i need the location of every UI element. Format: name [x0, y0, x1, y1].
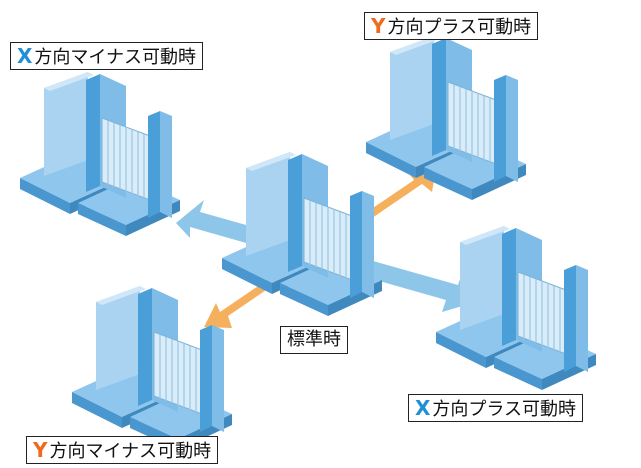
label-y-minus-text: 方向マイナス可動時	[49, 441, 212, 462]
x-axis-letter: X	[17, 44, 33, 68]
y-axis-letter: Y	[371, 14, 386, 38]
building-x-minus	[19, 71, 181, 237]
label-x-minus-text: 方向マイナス可動時	[34, 47, 197, 68]
building-y-plus	[365, 35, 527, 201]
building-x-plus	[435, 225, 597, 391]
label-x-plus-text: 方向プラス可動時	[432, 399, 577, 420]
building-standard	[221, 151, 383, 317]
label-y-plus-text: 方向プラス可動時	[387, 17, 532, 38]
label-standard: 標準時	[280, 326, 348, 354]
label-standard-text: 標準時	[287, 329, 341, 350]
building-y-minus	[71, 285, 233, 451]
y-axis-letter: Y	[33, 438, 48, 462]
x-axis-letter: X	[415, 396, 431, 420]
